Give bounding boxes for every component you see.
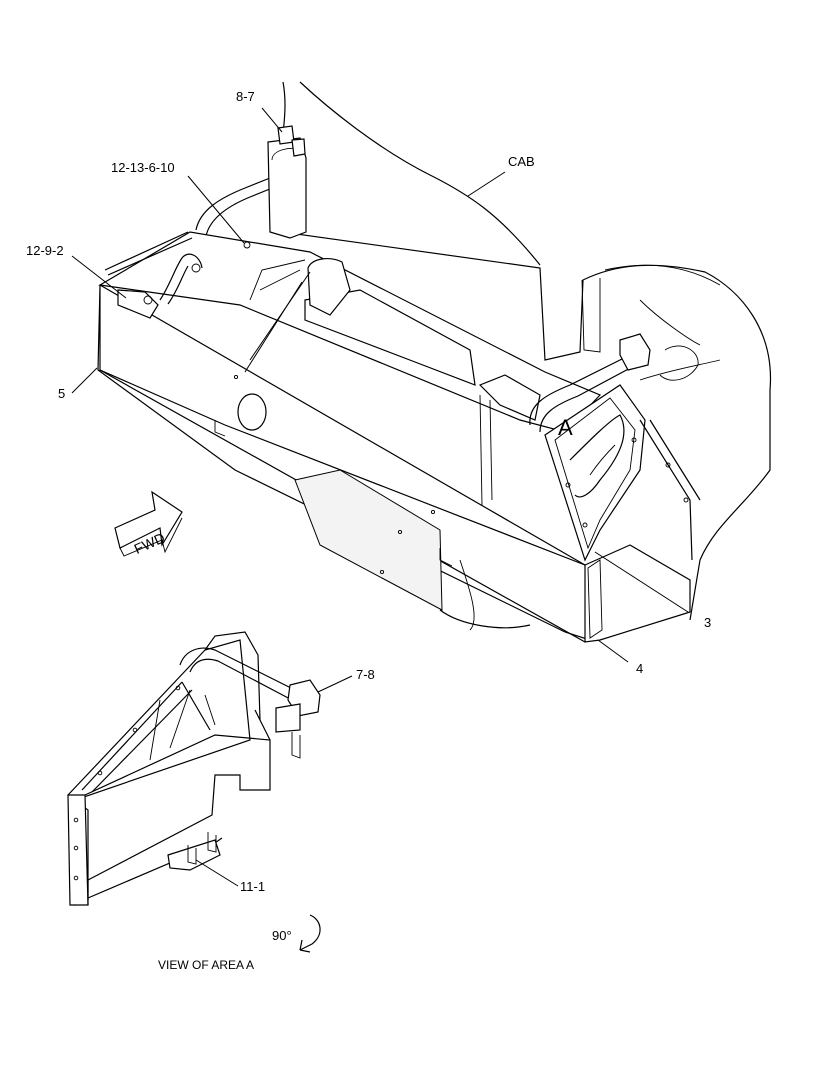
callout-cab: CAB xyxy=(508,154,535,169)
callout-12-13-6-10: 12-13-6-10 xyxy=(111,160,175,175)
callout-area-a: A xyxy=(558,415,573,440)
frame-box xyxy=(97,231,691,643)
callout-12-9-2: 12-9-2 xyxy=(26,243,64,258)
callout-7-8: 7-8 xyxy=(356,667,375,682)
view-area-a-detail xyxy=(67,631,321,906)
view-caption: VIEW OF AREA A xyxy=(158,958,254,972)
right-handrail xyxy=(529,333,701,562)
callout-8-7: 8-7 xyxy=(236,89,255,104)
callout-5: 5 xyxy=(58,386,65,401)
callout-labels: 8-7 12-13-6-10 12-9-2 CAB 5 A 3 4 7-8 11… xyxy=(26,89,711,972)
upper-handrail xyxy=(195,125,307,239)
callout-4: 4 xyxy=(636,661,643,676)
callout-3: 3 xyxy=(704,615,711,630)
leader-lines xyxy=(71,107,689,887)
rotation-label: 90° xyxy=(272,928,292,943)
fwd-direction-arrow: FWD xyxy=(114,490,183,557)
callout-11-1: 11-1 xyxy=(240,879,265,894)
rotation-symbol: 90° xyxy=(272,914,321,953)
